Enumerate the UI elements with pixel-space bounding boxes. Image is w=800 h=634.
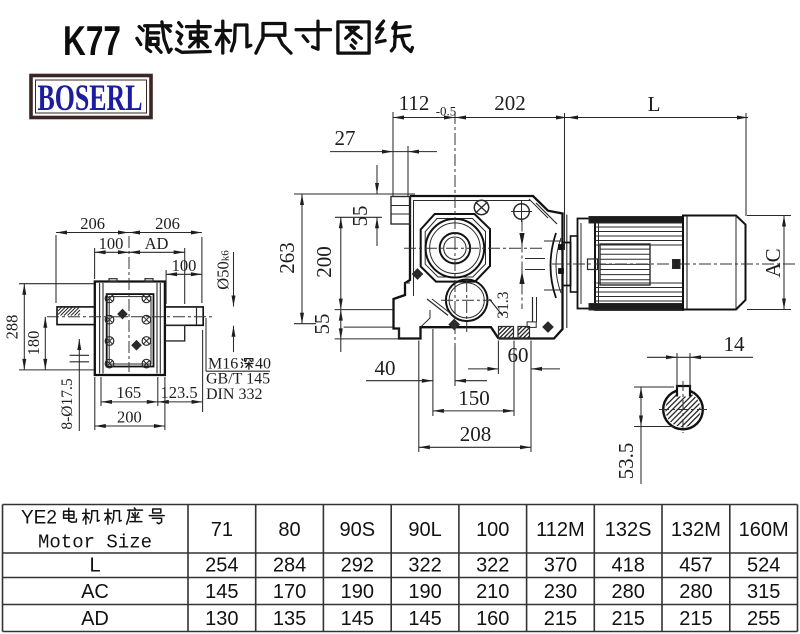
svg-text:202: 202 [494,91,526,115]
svg-text:YE2: YE2 [21,508,57,529]
svg-text:BOSERL: BOSERL [38,78,143,119]
svg-text:254: 254 [205,555,238,577]
svg-text:132S: 132S [605,519,652,541]
svg-text:112M: 112M [536,519,585,541]
svg-text:145: 145 [341,608,374,630]
svg-text:123.5: 123.5 [160,383,197,402]
svg-text:288: 288 [3,315,22,340]
svg-text:230: 230 [544,581,577,603]
svg-text:180: 180 [24,331,43,356]
svg-text:55: 55 [310,314,334,335]
svg-text:170: 170 [273,581,306,603]
svg-text:200: 200 [117,407,142,426]
svg-text:130: 130 [205,608,238,630]
svg-text:145: 145 [408,608,441,630]
svg-text:280: 280 [679,581,712,603]
svg-text:AD: AD [145,234,169,253]
svg-text:322: 322 [476,555,509,577]
svg-text:418: 418 [611,555,644,577]
svg-text:145: 145 [205,581,238,603]
svg-text:112: 112 [399,91,430,115]
svg-text:165: 165 [116,383,141,402]
svg-text:210: 210 [476,581,509,603]
svg-text:40: 40 [255,356,271,373]
svg-text:322: 322 [408,555,441,577]
svg-text:100: 100 [476,519,509,541]
svg-text:90L: 90L [408,519,441,541]
svg-text:457: 457 [679,555,712,577]
svg-text:Motor Size: Motor Size [38,532,152,554]
svg-text:53.5: 53.5 [614,443,638,480]
svg-text:71: 71 [211,519,233,541]
svg-text:200: 200 [312,246,336,278]
svg-text:370: 370 [544,555,577,577]
svg-text:DIN 332: DIN 332 [206,386,262,403]
svg-text:280: 280 [611,581,644,603]
svg-text:L: L [648,92,661,116]
svg-text:GB/T 145: GB/T 145 [206,371,270,388]
svg-text:100: 100 [172,256,197,275]
svg-text:14: 14 [724,332,746,356]
svg-text:208: 208 [460,422,492,446]
svg-text:215: 215 [679,608,712,630]
svg-text:-0.5: -0.5 [436,104,457,119]
svg-text:AD: AD [81,608,109,630]
svg-text:160M: 160M [739,519,789,541]
svg-text:L: L [89,555,100,577]
svg-text:255: 255 [747,608,780,630]
svg-text:100: 100 [99,234,124,253]
svg-text:190: 190 [341,581,374,603]
svg-text:90S: 90S [340,519,376,541]
svg-text:150: 150 [458,386,490,410]
svg-text:190: 190 [408,581,441,603]
svg-text:55: 55 [348,206,372,227]
svg-text:80: 80 [278,519,300,541]
svg-text:206: 206 [80,214,105,233]
svg-text:K77: K77 [63,17,121,64]
svg-text:60: 60 [508,343,529,367]
svg-text:AC: AC [81,581,109,603]
svg-text:M16: M16 [208,356,238,373]
svg-text:215: 215 [611,608,644,630]
svg-text:27: 27 [335,126,356,150]
svg-text:31.3: 31.3 [495,291,512,318]
svg-text:524: 524 [747,555,780,577]
svg-text:AC: AC [761,248,785,277]
svg-text:292: 292 [341,555,374,577]
svg-text:135: 135 [273,608,306,630]
svg-text:215: 215 [544,608,577,630]
svg-text:40: 40 [375,356,396,380]
svg-text:132M: 132M [671,519,721,541]
svg-text:160: 160 [476,608,509,630]
svg-text:206: 206 [155,214,180,233]
svg-text:263: 263 [275,242,299,274]
svg-text:284: 284 [273,555,306,577]
svg-text:315: 315 [747,581,780,603]
svg-text:8-Ø17.5: 8-Ø17.5 [59,378,76,429]
